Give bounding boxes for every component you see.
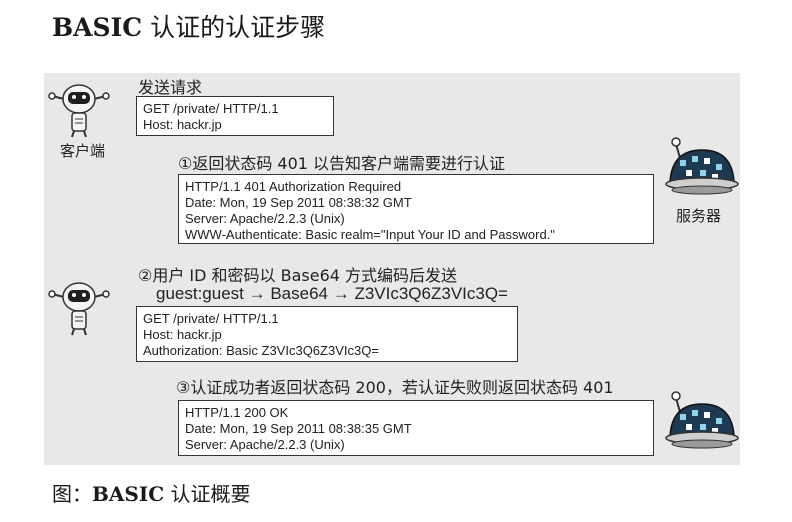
response-line: Date: Mon, 19 Sep 2011 08:38:32 GMT — [185, 195, 412, 210]
client-label: 客户端 — [60, 142, 106, 160]
step1-response-box: HTTP/1.1 401 Authorization Required Date… — [178, 174, 654, 244]
response-line: Server: Apache/2.2.3 (Unix) — [185, 437, 345, 452]
response-line: Server: Apache/2.2.3 (Unix) — [185, 211, 345, 226]
server-label: 服务器 — [676, 207, 722, 225]
response-line: WWW-Authenticate: Basic realm="Input You… — [185, 227, 555, 242]
step3-heading: ③认证成功者返回状态码 200，若认证失败则返回状态码 401 — [176, 378, 614, 397]
request-line: GET /private/ HTTP/1.1 — [143, 101, 279, 116]
request-box: GET /private/ HTTP/1.1 Host: hackr.jp — [136, 96, 334, 136]
diagram-stage — [44, 73, 740, 465]
server-dome-icon — [665, 137, 739, 195]
server-dome-icon — [665, 391, 739, 449]
response-line: HTTP/1.1 200 OK — [185, 405, 289, 420]
step3-response-box: HTTP/1.1 200 OK Date: Mon, 19 Sep 2011 0… — [178, 400, 654, 456]
step2-request-box: GET /private/ HTTP/1.1 Host: hackr.jp Au… — [136, 306, 518, 362]
client-robot-icon — [48, 282, 110, 336]
response-line: HTTP/1.1 401 Authorization Required — [185, 179, 402, 194]
request-line: Host: hackr.jp — [143, 327, 222, 342]
step1-heading: ①返回状态码 401 以告知客户端需要进行认证 — [178, 154, 506, 173]
request-heading: 发送请求 — [138, 78, 203, 97]
step2-heading: ②用户 ID 和密码以 Base64 方式编码后发送 — [138, 266, 458, 285]
request-line: Authorization: Basic Z3VIc3Q6Z3VIc3Q= — [143, 343, 379, 358]
client-robot-icon — [48, 84, 110, 138]
figure-caption: 图：BASIC 认证概要 — [52, 482, 251, 506]
base64-encoding-line: guest:guest → Base64 → Z3VIc3Q6Z3VIc3Q= — [156, 284, 508, 303]
request-line: GET /private/ HTTP/1.1 — [143, 311, 279, 326]
request-line: Host: hackr.jp — [143, 117, 222, 132]
page-title: BASIC 认证的认证步骤 — [52, 13, 326, 42]
response-line: Date: Mon, 19 Sep 2011 08:38:35 GMT — [185, 421, 412, 436]
